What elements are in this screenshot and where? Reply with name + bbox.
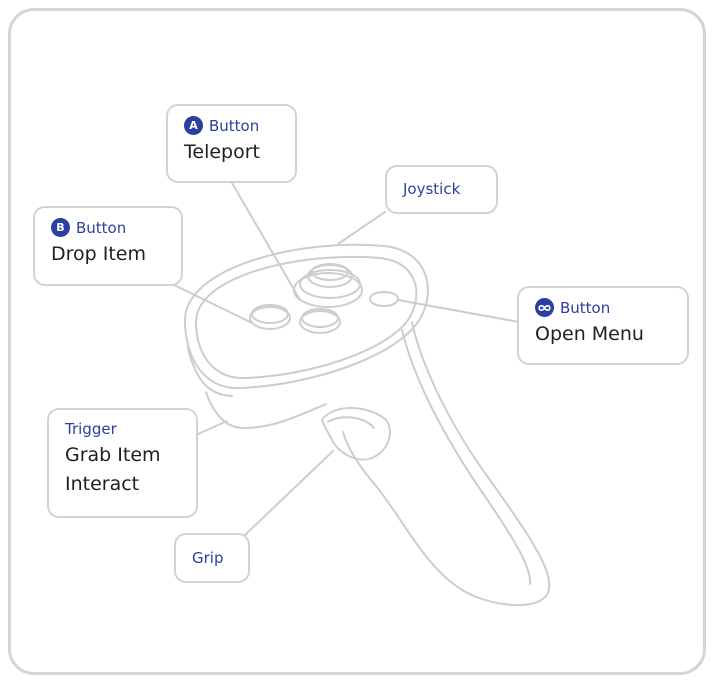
callout-trigger-label: Trigger [65, 420, 117, 438]
callout-meta-button: Button Open Menu [517, 286, 689, 365]
leader-lines [169, 182, 520, 536]
callout-meta-button-action: Open Menu [535, 323, 644, 345]
joystick-cap-top [311, 263, 349, 281]
callout-joystick: Joystick [385, 165, 498, 214]
face-outer-ring [184, 243, 429, 390]
callout-grip: Grip [174, 533, 250, 583]
controller-body [184, 243, 551, 607]
grip-button-edge [327, 416, 375, 429]
b-button-shape [249, 306, 291, 330]
callout-b-button-header: B Button [51, 218, 165, 237]
callout-trigger-action-1: Grab Item [65, 444, 161, 466]
leader-a-button [231, 182, 301, 301]
callout-a-button-label: Button [209, 116, 260, 135]
face-inner-ring [195, 255, 418, 380]
leader-trigger [195, 420, 228, 436]
callout-trigger-action-2: Interact [65, 473, 140, 495]
callout-b-button-action: Drop Item [51, 243, 146, 265]
handle-outline [342, 321, 551, 607]
callout-meta-button-label: Button [560, 298, 611, 317]
shell-bottom [187, 347, 233, 397]
a-button-shape [299, 310, 341, 334]
meta-infinity-icon [535, 298, 554, 317]
trigger-housing [205, 391, 327, 429]
leader-b-button [169, 282, 251, 323]
callout-b-button-label: Button [76, 218, 127, 237]
callout-trigger: Trigger Grab Item Interact [47, 408, 198, 518]
b-button-icon: B [51, 218, 70, 237]
joystick-base [293, 272, 363, 308]
handle-inner-edge [401, 329, 532, 585]
callout-joystick-label: Joystick [403, 180, 461, 198]
callout-a-button: A Button Teleport [166, 104, 297, 183]
a-button-icon: A [184, 116, 203, 135]
leader-joystick [337, 211, 386, 245]
leader-grip [244, 450, 334, 536]
callout-b-button: B Button Drop Item [33, 206, 183, 286]
joystick-ring [299, 269, 361, 299]
callout-a-button-header: A Button [184, 116, 279, 135]
callout-grip-label: Grip [192, 549, 224, 567]
meta-button-shape [369, 291, 399, 307]
callout-meta-button-header: Button [535, 298, 671, 317]
leader-meta-button [397, 299, 520, 323]
callout-a-button-action: Teleport [184, 141, 260, 163]
a-button-shape-top [301, 308, 339, 328]
b-button-shape-top [251, 304, 289, 324]
grip-button [321, 407, 391, 461]
